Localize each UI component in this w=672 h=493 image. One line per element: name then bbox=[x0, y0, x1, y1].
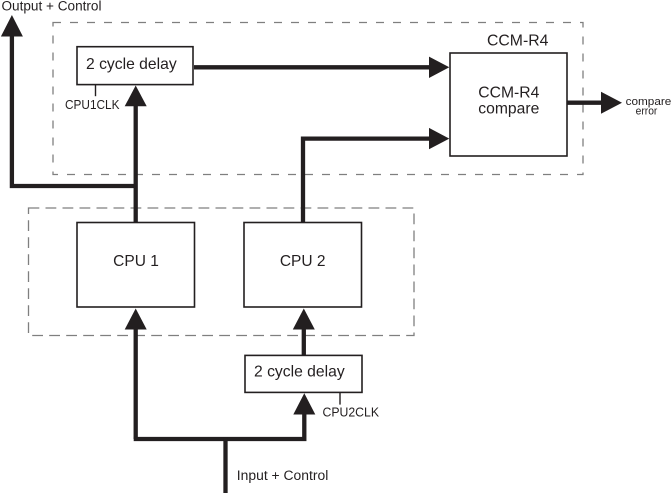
svg-text:CPU 2: CPU 2 bbox=[280, 253, 326, 270]
svg-text:Input + Control: Input + Control bbox=[237, 468, 328, 483]
svg-text:CPU1CLK: CPU1CLK bbox=[65, 97, 120, 112]
svg-text:compare: compare bbox=[478, 101, 539, 118]
svg-text:2 cycle delay: 2 cycle delay bbox=[86, 56, 177, 73]
svg-text:CCM-R4: CCM-R4 bbox=[478, 84, 539, 101]
svg-text:CCM-R4: CCM-R4 bbox=[487, 32, 549, 49]
svg-text:compare: compare bbox=[626, 96, 672, 108]
svg-text:error: error bbox=[636, 106, 658, 118]
svg-text:2 cycle delay: 2 cycle delay bbox=[254, 364, 345, 381]
svg-text:CPU2CLK: CPU2CLK bbox=[323, 405, 380, 420]
svg-text:Output + Control: Output + Control bbox=[2, 0, 102, 14]
svg-text:CPU 1: CPU 1 bbox=[113, 253, 159, 270]
